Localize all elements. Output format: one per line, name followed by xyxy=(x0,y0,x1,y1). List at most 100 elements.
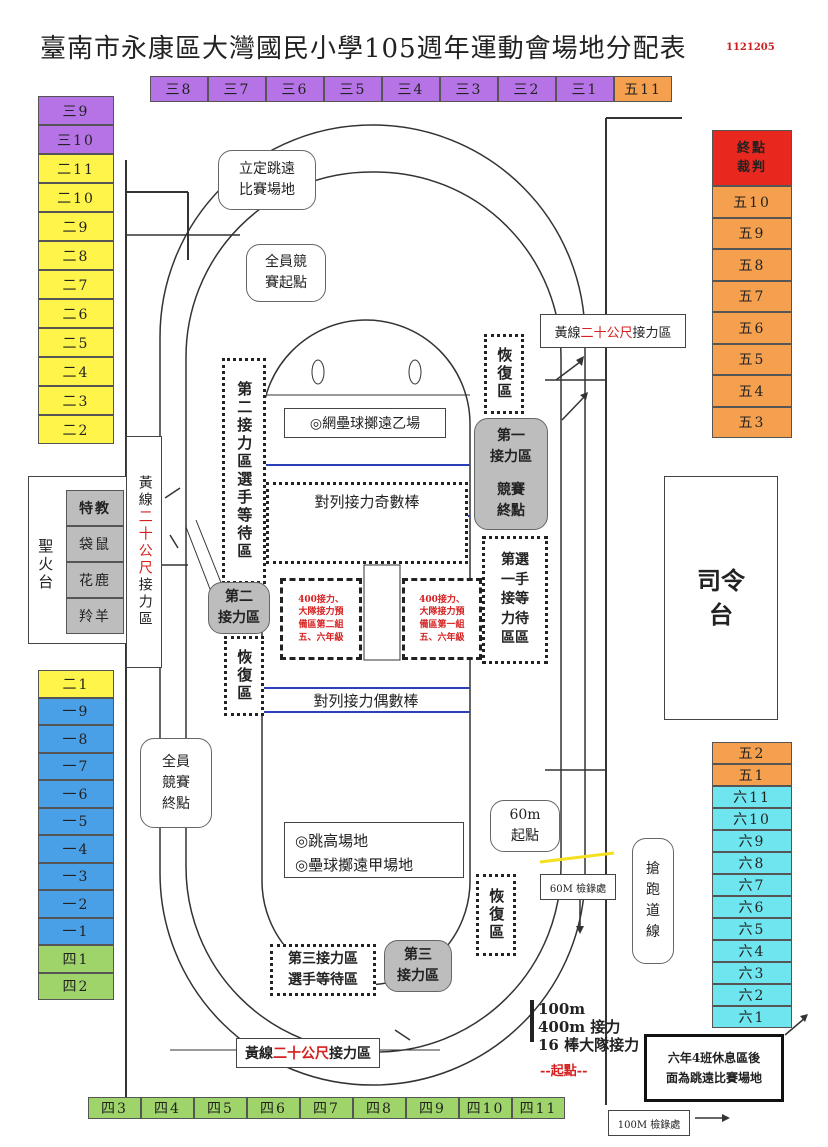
left-bottom-class-cell-11: 四1 xyxy=(38,945,114,973)
start-info: 100m 400m 接力 16 棒大隊接力 xyxy=(538,1000,640,1054)
left-bottom-class-cell-2: 一9 xyxy=(38,697,114,725)
right-top-class-cell-1: 五10 xyxy=(712,186,792,218)
torch-item-3: 花鹿 xyxy=(66,562,124,598)
right-bottom-class-cell-3: 六11 xyxy=(712,786,792,808)
left-top-class-cell-4: 二10 xyxy=(38,183,114,212)
right-relay-zone-label: 黃線二十公尺接力區 xyxy=(540,314,686,348)
left-bottom-class-cell-8: 一3 xyxy=(38,862,114,890)
second-relay-wait-zone: 第二接力區選手等待區 xyxy=(222,358,266,584)
left-top-class-cell-2: 三10 xyxy=(38,125,114,154)
left-relay-zone-label: 黃線二十公尺接力區 xyxy=(136,474,153,628)
relay-prep-zone-2: 400接力、 大隊接力預 備區第二組 五、六年級 xyxy=(280,578,362,660)
high-jump-field: ◎跳高場地 xyxy=(295,832,369,850)
title-code: 1121205 xyxy=(726,42,775,53)
bottom-class-cell-6: 四8 xyxy=(353,1097,406,1119)
right-bottom-class-cell-2: 五1 xyxy=(712,764,792,786)
all-start-bubble: 全員競 賽起點 xyxy=(246,244,326,302)
softball-a-field: ◎壘球擲遠甲場地 xyxy=(295,856,414,874)
recovery-zone-top-right: 恢復區 xyxy=(484,334,524,414)
left-bottom-class-cell-4: 一7 xyxy=(38,752,114,780)
top-class-cell-6: 三3 xyxy=(440,76,498,102)
right-bottom-class-cell-9: 六5 xyxy=(712,918,792,940)
left-top-class-cell-8: 二6 xyxy=(38,299,114,328)
sixty-start-bubble: 60m 起點 xyxy=(490,800,560,852)
left-top-class-cell-7: 二7 xyxy=(38,270,114,299)
left-bottom-class-cell-10: 一1 xyxy=(38,917,114,945)
finish-judge-cell: 終點 裁判 xyxy=(712,130,792,186)
all-finish-bubble: 全員 競賽 終點 xyxy=(140,738,212,828)
right-bottom-class-cell-8: 六6 xyxy=(712,896,792,918)
right-top-class-cell-8: 五3 xyxy=(712,406,792,438)
right-top-class-cell-7: 五4 xyxy=(712,375,792,407)
left-bottom-class-cell-9: 一2 xyxy=(38,890,114,918)
sixty-check-in: 60M 檢錄處 xyxy=(540,874,616,900)
left-top-class-cell-1: 三9 xyxy=(38,96,114,125)
rest-area-note: 六年4班休息區後 面為跳遠比賽場地 xyxy=(644,1034,784,1102)
left-bottom-class-cell-6: 一5 xyxy=(38,807,114,835)
bottom-class-cell-9: 四11 xyxy=(512,1097,565,1119)
left-bottom-class-cell-3: 一8 xyxy=(38,725,114,753)
left-top-class-cell-10: 二4 xyxy=(38,357,114,386)
top-class-cell-1: 三8 xyxy=(150,76,208,102)
bottom-class-cell-3: 四5 xyxy=(194,1097,247,1119)
right-bottom-class-cell-4: 六10 xyxy=(712,808,792,830)
right-bottom-class-cell-1: 五2 xyxy=(712,742,792,764)
top-class-cell-7: 三2 xyxy=(498,76,556,102)
top-class-cell-2: 三7 xyxy=(208,76,266,102)
left-top-class-cell-12: 二2 xyxy=(38,415,114,444)
long-jump-bubble: 立定跳遠 比賽場地 xyxy=(218,150,316,210)
bottom-class-cell-4: 四6 xyxy=(247,1097,300,1119)
left-top-class-cell-3: 二11 xyxy=(38,154,114,183)
right-top-class-cell-5: 五6 xyxy=(712,312,792,344)
left-bottom-class-cell-12: 四2 xyxy=(38,972,114,1000)
first-relay-zone: 第一 接力區 競賽 終點 xyxy=(474,418,548,530)
top-class-cell-4: 三5 xyxy=(324,76,382,102)
right-top-class-cell-3: 五8 xyxy=(712,249,792,281)
recovery-zone-bottom-right: 恢復區 xyxy=(476,874,516,956)
torch-label: 聖火台 xyxy=(36,538,55,592)
start-point-label: --起點-- xyxy=(540,1064,588,1079)
left-top-class-cell-9: 二5 xyxy=(38,328,114,357)
softball-b-field: ◎網壘球擲遠乙場 xyxy=(284,408,446,438)
top-class-cell-3: 三6 xyxy=(266,76,324,102)
third-relay-zone: 第三 接力區 xyxy=(384,940,452,992)
right-top-class-cell-4: 五7 xyxy=(712,280,792,312)
left-relay-zone-box xyxy=(126,436,162,668)
recovery-zone-left: 恢復區 xyxy=(224,636,264,716)
third-relay-wait-zone: 第三接力區 選手等待區 xyxy=(270,944,376,996)
high-jump-softball-a-box: ◎跳高場地 ◎壘球擲遠甲場地 xyxy=(284,822,464,878)
bottom-class-cell-2: 四4 xyxy=(141,1097,194,1119)
right-bottom-class-cell-10: 六4 xyxy=(712,940,792,962)
page-title: 臺南市永康區大灣國民小學105週年運動會場地分配表 xyxy=(40,34,687,64)
right-bottom-class-cell-13: 六1 xyxy=(712,1006,792,1028)
first-relay-wait-zone: 第選 一手 接等 力待 區區 xyxy=(482,536,548,664)
torch-item-1: 特教 xyxy=(66,490,124,526)
left-top-class-cell-11: 二3 xyxy=(38,386,114,415)
torch-item-4: 羚羊 xyxy=(66,598,124,634)
left-top-class-cell-6: 二8 xyxy=(38,241,114,270)
top-class-cell-5: 三4 xyxy=(382,76,440,102)
left-bottom-class-cell-1: 二1 xyxy=(38,670,114,698)
odd-relay-zone: 對列接力奇數棒 xyxy=(266,482,468,564)
bottom-class-cell-8: 四10 xyxy=(459,1097,512,1119)
top-class-cell-9: 五11 xyxy=(614,76,672,102)
top-class-cell-8: 三1 xyxy=(556,76,614,102)
right-bottom-class-cell-12: 六2 xyxy=(712,984,792,1006)
left-bottom-class-cell-7: 一4 xyxy=(38,835,114,863)
right-bottom-class-cell-5: 六9 xyxy=(712,830,792,852)
right-top-class-cell-2: 五9 xyxy=(712,217,792,249)
relay-prep-zone-1: 400接力、 大隊接力預 備區第一組 五、六年級 xyxy=(402,578,482,660)
right-bottom-class-cell-11: 六3 xyxy=(712,962,792,984)
even-relay-zone: 對列接力偶數棒 xyxy=(313,692,419,710)
bottom-class-cell-7: 四9 xyxy=(406,1097,459,1119)
right-bottom-class-cell-7: 六7 xyxy=(712,874,792,896)
false-start-bubble: 搶 跑 道 線 xyxy=(632,838,674,964)
torch-item-2: 袋鼠 xyxy=(66,526,124,562)
left-top-class-cell-5: 二9 xyxy=(38,212,114,241)
command-podium: 司令 台 xyxy=(664,476,778,720)
right-bottom-class-cell-6: 六8 xyxy=(712,852,792,874)
left-bottom-class-cell-5: 一6 xyxy=(38,780,114,808)
bottom-relay-zone-label: 黃線二十公尺接力區 xyxy=(236,1038,380,1068)
bottom-class-cell-1: 四3 xyxy=(88,1097,141,1119)
right-top-class-cell-6: 五5 xyxy=(712,343,792,375)
